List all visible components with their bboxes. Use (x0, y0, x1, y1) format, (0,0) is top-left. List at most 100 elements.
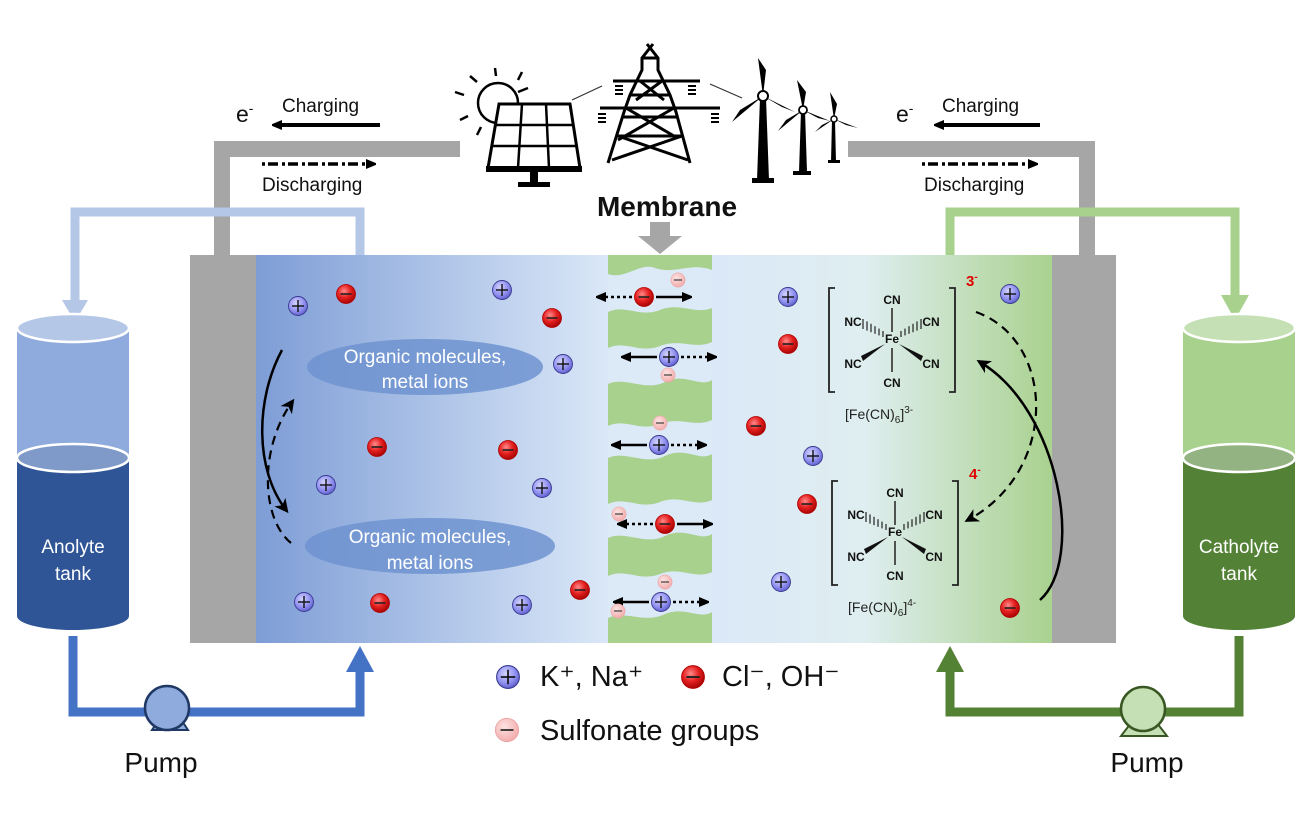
cation-icon (532, 478, 552, 498)
cation-icon (288, 296, 308, 316)
sulfonate-legend-icon (494, 717, 520, 743)
cathode-electrode (1052, 255, 1116, 643)
cation-icon (649, 435, 669, 455)
electron-label: e- (896, 100, 914, 127)
insulator-icon (598, 85, 719, 123)
catholyte-flow-arrowhead (1221, 295, 1249, 320)
anolyte-species-bottom (305, 518, 555, 574)
anion-legend-icon (681, 665, 705, 689)
catholyte-compartment (710, 255, 1054, 643)
bracket-left (831, 480, 838, 586)
catholyte-tank-label: tank (1221, 564, 1257, 585)
cyanide-ligand-label: CN (925, 508, 942, 522)
cation-icon (553, 354, 573, 374)
cyanide-ligand-label: NC (844, 357, 862, 371)
cyanide-ligand-label: CN (922, 315, 939, 329)
species-label-line1: Organic molecules, (349, 527, 512, 548)
cation-icon (771, 572, 791, 592)
cyanide-ligand-label: CN (886, 569, 903, 583)
anode-wire (214, 141, 460, 262)
anion-icon (498, 440, 518, 460)
legend: K⁺, Na⁺ Cl⁻, OH⁻ Sulfonate groups (494, 661, 840, 747)
cation-icon (778, 287, 798, 307)
wind-turbine-icon (778, 80, 830, 175)
anion-icon (797, 494, 817, 514)
complex-formula-label: [Fe(CN)6]3- (845, 405, 913, 426)
anion-legend-label: Cl⁻, OH⁻ (722, 661, 840, 693)
cathode-wire (848, 141, 1095, 262)
cation-icon (803, 446, 823, 466)
anion-icon (542, 308, 562, 328)
electron-label: e- (236, 100, 254, 127)
cyanide-ligand-label: CN (886, 486, 903, 500)
cyanide-ligand-label: CN (883, 293, 900, 307)
left-discharging-indicator: Discharging (262, 164, 372, 196)
discharging-label: Discharging (262, 175, 362, 196)
wind-turbine-icon (732, 58, 795, 183)
complex-formula-label: [Fe(CN)6]4- (848, 598, 916, 619)
cation-icon (492, 280, 512, 300)
charging-label: Charging (282, 96, 359, 117)
sulfonate-group-icon (660, 367, 676, 383)
cation-icon (294, 592, 314, 612)
anolyte-tank-label: Anolyte (41, 537, 104, 558)
transmission-tower-icon (600, 43, 720, 164)
cation-legend-label: K⁺, Na⁺ (540, 661, 643, 693)
complex-charge-label: 3- (966, 272, 978, 290)
sulfonate-group-icon (610, 603, 626, 619)
catholyte-supply-pipe (945, 636, 1244, 717)
anion-icon (778, 334, 798, 354)
bracket-right (949, 287, 956, 393)
anion-icon (370, 593, 390, 613)
anion-icon (367, 437, 387, 457)
anion-icon (570, 580, 590, 600)
cation-icon (1000, 284, 1020, 304)
discharging-label: Discharging (924, 175, 1024, 196)
cation-legend-icon (496, 665, 520, 689)
catholyte-charging-arrow (976, 359, 1064, 601)
anolyte-flow-arrowhead (62, 300, 88, 322)
catholyte-discharging-arrow (964, 310, 1038, 522)
power-line (571, 85, 603, 101)
catholyte-tank (1181, 312, 1297, 630)
anolyte-pump-icon (143, 684, 191, 732)
cation-icon (512, 595, 532, 615)
anolyte-supply-pipe (68, 636, 365, 717)
anion-icon (634, 287, 654, 307)
bracket-right (952, 480, 959, 586)
species-label-line2: metal ions (382, 372, 469, 393)
iron-atom-label: Fe (888, 525, 902, 539)
right-discharging-indicator: Discharging (922, 164, 1034, 196)
cation-icon (651, 592, 671, 612)
bracket-left (828, 287, 835, 393)
membrane-label: Membrane (597, 191, 737, 222)
anion-icon (746, 416, 766, 436)
anolyte-tank-label: tank (55, 564, 91, 585)
right-charging-indicator: e- Charging (896, 96, 1040, 127)
membrane (608, 255, 712, 643)
complex-charge-label: 4- (969, 465, 981, 483)
cyanide-ligand-label: CN (883, 376, 900, 390)
anode-electrode (190, 255, 258, 643)
anolyte-charging-arrow (261, 349, 289, 514)
membrane-pointer-arrow (638, 222, 682, 254)
sulfonate-group-icon (670, 272, 686, 288)
power-line (709, 83, 743, 99)
anion-icon (1000, 598, 1020, 618)
sulfonate-group-icon (611, 506, 627, 522)
cyanide-ligand-label: NC (844, 315, 862, 329)
anolyte-discharging-arrow (266, 398, 295, 544)
catholyte-supply-arrowhead (936, 646, 964, 672)
cyanide-ligand-label: NC (847, 508, 865, 522)
species-label-line1: Organic molecules, (344, 347, 507, 368)
left-charging-indicator: e- Charging (236, 96, 380, 127)
iron-atom-label: Fe (885, 332, 899, 346)
catholyte-pump-icon (1118, 685, 1170, 737)
catholyte-return-pipe (945, 207, 1240, 300)
anolyte-return-pipe (70, 207, 365, 305)
anolyte-tank (15, 312, 131, 630)
anolyte-species-top (307, 339, 543, 395)
